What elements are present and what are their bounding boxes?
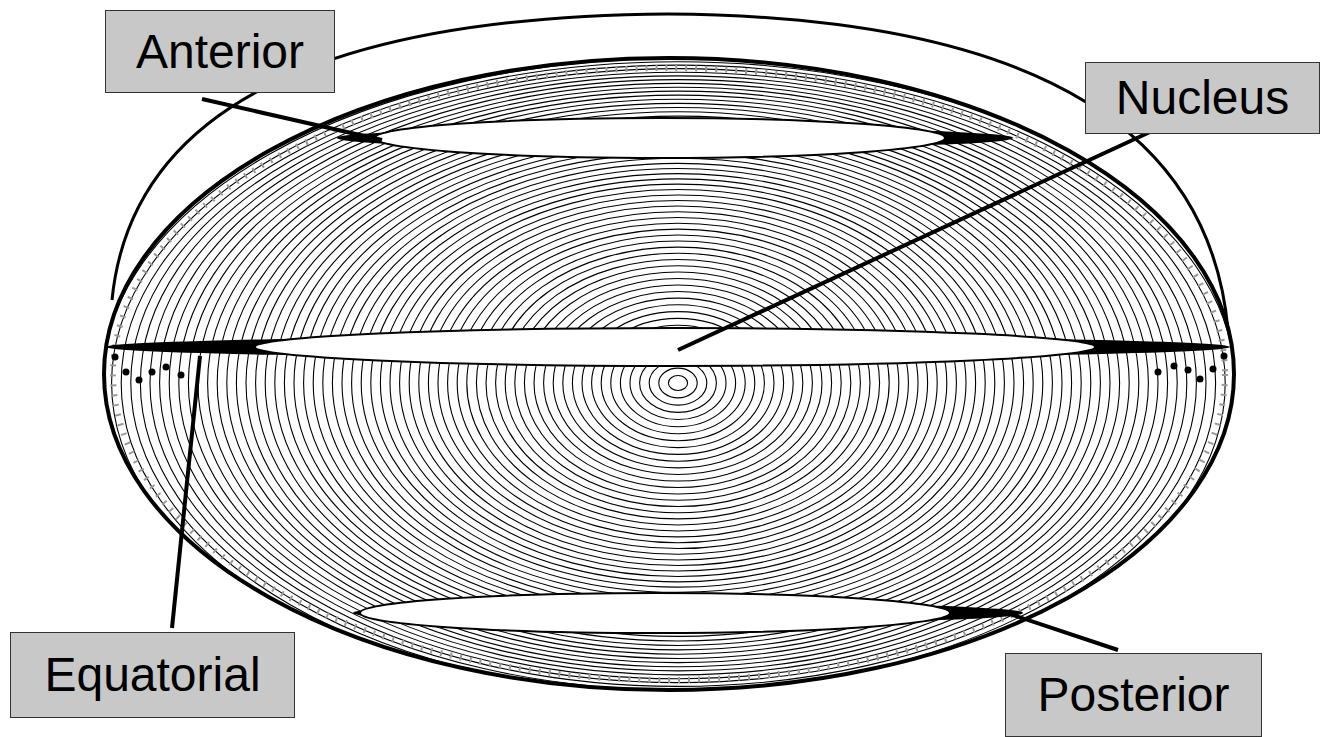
fiber-ring bbox=[323, 153, 1033, 612]
nuclei-dots bbox=[112, 353, 1228, 384]
fiber-ring bbox=[112, 62, 1245, 705]
label-box: Nucleus bbox=[1085, 62, 1320, 134]
fiber-ring bbox=[179, 87, 1177, 679]
leader-line bbox=[202, 99, 382, 140]
fiber-ring bbox=[419, 206, 937, 560]
fiber-ring bbox=[428, 212, 927, 555]
fiber-ring bbox=[332, 158, 1023, 607]
fiber-ring bbox=[198, 95, 1158, 671]
fiber-ring bbox=[131, 69, 1225, 698]
dot bbox=[1185, 367, 1192, 374]
fiber-rings bbox=[92, 55, 1263, 711]
fiber-ring bbox=[409, 200, 947, 565]
label-text: Nucleus bbox=[1116, 70, 1289, 125]
epithelium-band bbox=[113, 68, 1225, 680]
fiber-ring bbox=[217, 103, 1139, 662]
fiber-ring bbox=[380, 184, 975, 582]
fiber-ring bbox=[361, 174, 995, 593]
dot bbox=[136, 377, 143, 384]
fiber-ring bbox=[256, 121, 1101, 646]
fiber-ring bbox=[668, 376, 687, 391]
fiber-ring bbox=[659, 368, 697, 398]
leader-lines bbox=[172, 99, 1150, 650]
fiber-ring bbox=[467, 235, 889, 531]
fiber-ring bbox=[227, 108, 1129, 659]
fiber-ring bbox=[188, 91, 1167, 675]
dot bbox=[163, 364, 170, 371]
label-text: Anterior bbox=[136, 24, 304, 79]
fiber-ring bbox=[121, 65, 1235, 701]
fiber-ring bbox=[284, 134, 1071, 632]
fiber-ring bbox=[553, 292, 803, 475]
fiber-ring bbox=[275, 130, 1081, 637]
fiber-ring bbox=[304, 144, 1053, 623]
fiber-ring bbox=[505, 259, 851, 506]
posterior-suture bbox=[360, 593, 950, 633]
dot bbox=[1221, 353, 1228, 360]
equatorial-band bbox=[255, 328, 1095, 366]
fiber-ring bbox=[544, 285, 813, 481]
fiber-ring bbox=[515, 266, 841, 501]
leader-line bbox=[1010, 614, 1118, 650]
fiber-ring bbox=[563, 298, 793, 468]
fiber-ring bbox=[208, 99, 1149, 667]
fiber-ring bbox=[160, 80, 1197, 687]
dot bbox=[112, 354, 119, 361]
label-text: Posterior bbox=[1037, 667, 1229, 722]
anterior-suture bbox=[375, 118, 945, 158]
fiber-ring bbox=[371, 179, 985, 587]
fiber-ring bbox=[246, 116, 1110, 650]
fiber-ring bbox=[169, 83, 1187, 682]
fiber-ring bbox=[102, 58, 1254, 707]
dot bbox=[1210, 366, 1217, 373]
leader-line bbox=[172, 356, 200, 628]
dot bbox=[178, 372, 185, 379]
fiber-ring bbox=[92, 55, 1263, 711]
fiber-ring bbox=[390, 190, 966, 577]
dot bbox=[123, 369, 130, 376]
fiber-ring bbox=[236, 112, 1119, 654]
fiber-ring bbox=[448, 223, 909, 543]
dot bbox=[1155, 369, 1162, 376]
dot bbox=[149, 369, 156, 376]
leader-line bbox=[678, 132, 1150, 350]
label-box: Equatorial bbox=[10, 632, 295, 718]
fiber-ring bbox=[342, 163, 1014, 602]
label-box: Anterior bbox=[105, 10, 335, 93]
fiber-ring bbox=[438, 217, 918, 548]
fiber-ring bbox=[265, 125, 1091, 641]
fiber-ring bbox=[352, 168, 1005, 597]
label-box: Posterior bbox=[1005, 653, 1262, 737]
fiber-ring bbox=[524, 272, 831, 494]
fiber-ring bbox=[400, 195, 957, 571]
fiber-ring bbox=[649, 361, 707, 405]
fiber-ring bbox=[313, 148, 1043, 617]
label-text: Equatorial bbox=[44, 647, 260, 702]
fiber-ring bbox=[457, 229, 899, 537]
dot bbox=[1197, 376, 1204, 383]
dot bbox=[1171, 363, 1178, 370]
fiber-ring bbox=[534, 278, 822, 487]
fiber-ring bbox=[294, 139, 1062, 627]
